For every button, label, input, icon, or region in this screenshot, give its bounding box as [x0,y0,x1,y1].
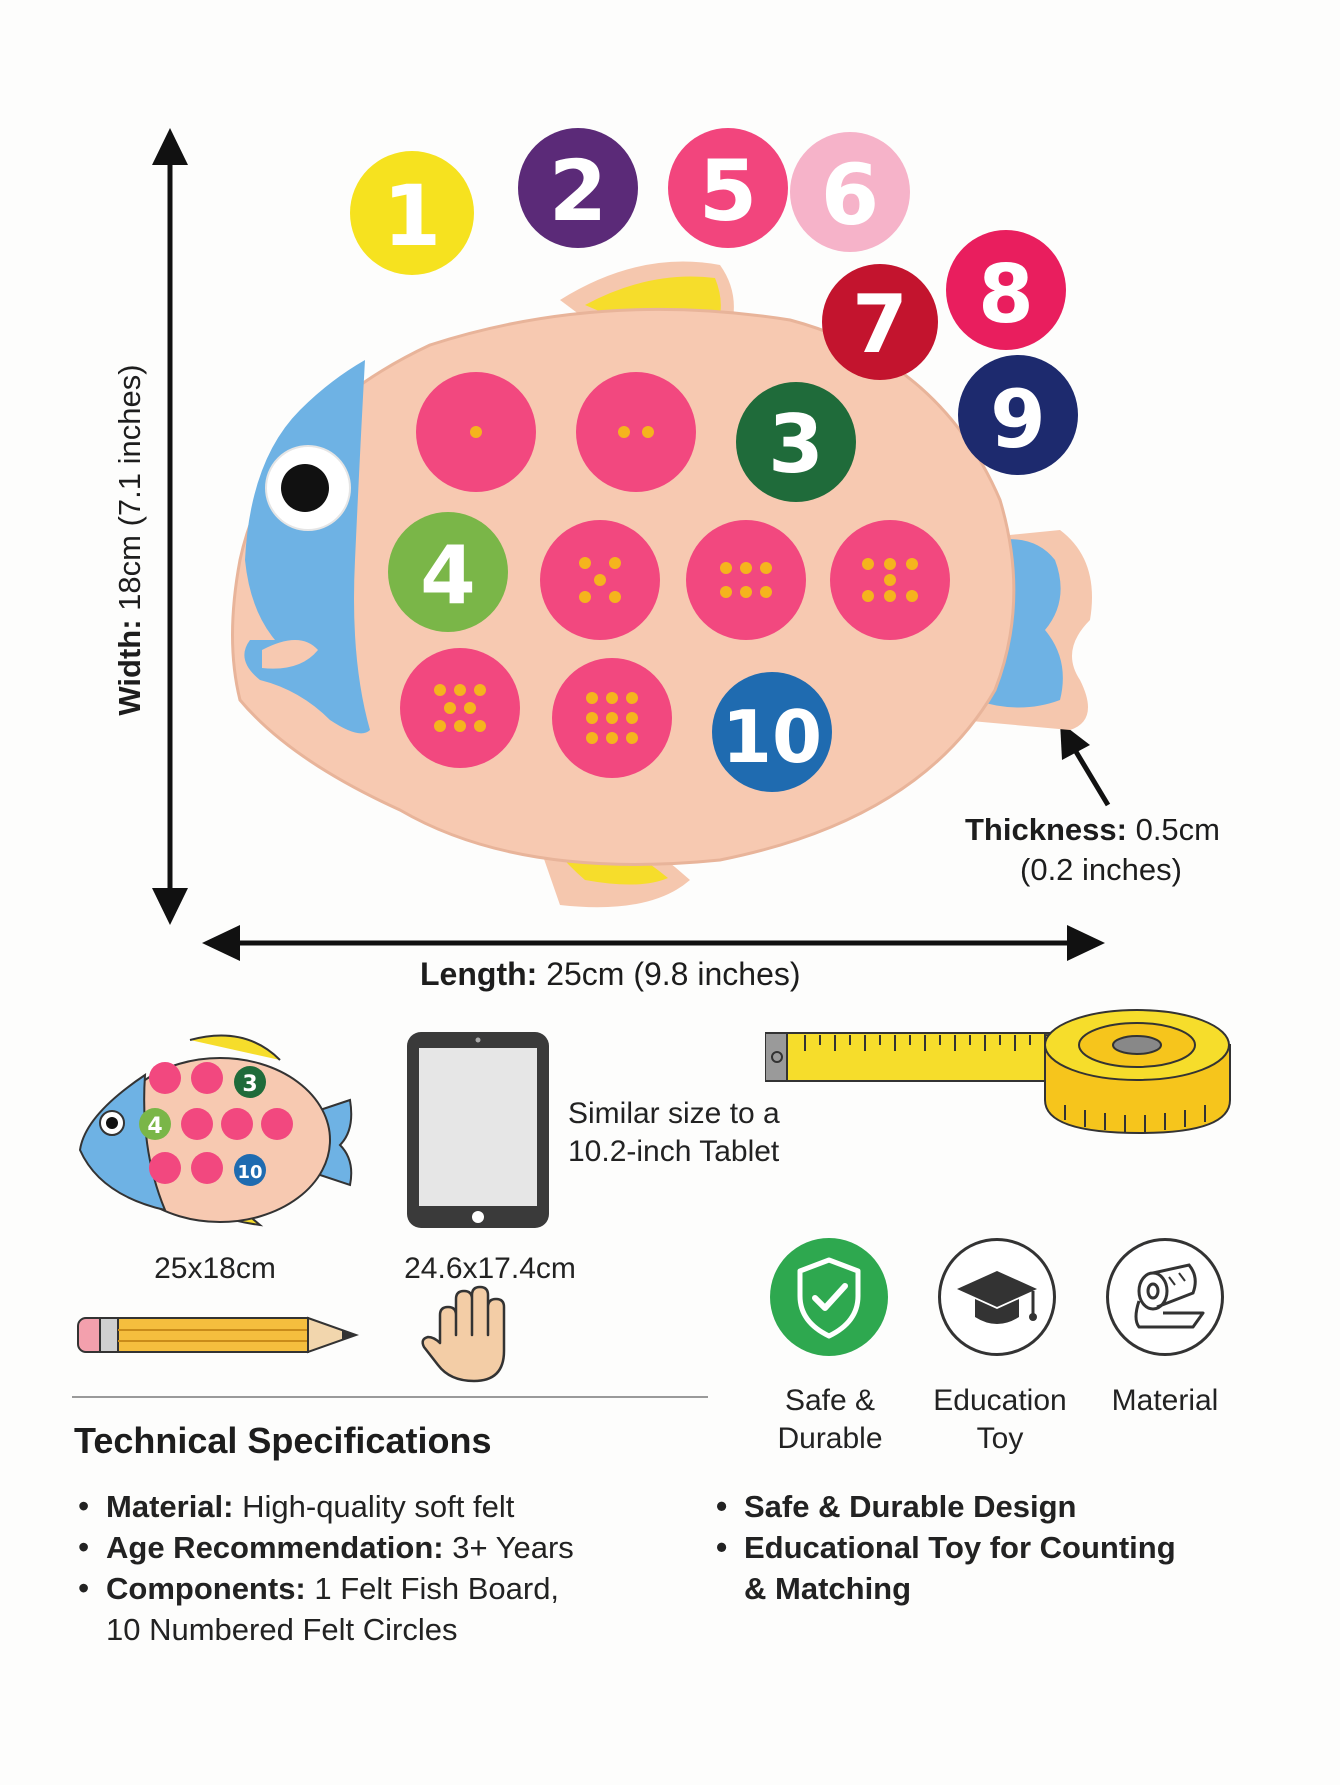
length-arrow [202,925,1105,961]
mini-circle-10-label: 10 [237,1162,262,1183]
width-label-key: Width: [112,619,147,716]
mini-circle-4-label: 4 [147,1114,162,1139]
safe-durable-label: Safe & Durable [745,1382,915,1458]
felt-roll-icon [1134,1263,1205,1329]
tablet-icon [407,1032,549,1228]
loose-circle-2[interactable]: 2 [518,128,638,248]
highlight-text-continued: & Matching [744,1571,912,1606]
thickness-label-key: Thickness: [965,812,1127,847]
loose-circle-5[interactable]: 5 [668,128,788,248]
spec-item-material: Material: High-quality soft felt [74,1486,694,1527]
board-circle-9[interactable] [552,658,672,778]
loose-circle-6-label: 6 [821,146,879,244]
spec-value: 1 Felt Fish Board, [314,1571,560,1606]
board-circle-7[interactable] [830,520,950,640]
education-toy-label-line2: Toy [976,1422,1024,1455]
board-circle-10-label: 10 [722,695,822,779]
loose-circle-9[interactable]: 9 [958,355,1078,475]
spec-item-components: Components: 1 Felt Fish Board, 10 Number… [74,1568,694,1650]
tablet-size-label: 24.6x17.4cm [404,1252,576,1285]
length-label-value: 25cm (9.8 inches) [546,956,801,992]
loose-circle-1-label: 1 [383,167,441,265]
divider [72,1396,708,1398]
highlight-item: Educational Toy for Counting & Matching [712,1527,1272,1609]
length-label-key: Length: [420,956,538,992]
loose-circle-9-label: 9 [990,373,1046,466]
tablet-caption: Similar size to a 10.2-inch Tablet [568,1097,780,1168]
thickness-label-value: 0.5cm [1135,812,1220,847]
education-toy-label-line1: Education [933,1384,1067,1417]
spec-item-age: Age Recommendation: 3+ Years [74,1527,694,1568]
loose-circle-7-label: 7 [852,278,908,371]
material-badge [1106,1238,1224,1356]
board-circle-3[interactable]: 3 [736,382,856,502]
loose-circle-6[interactable]: 6 [790,132,910,252]
thickness-label-inches: (0.2 inches) [1020,852,1182,887]
width-arrow [152,128,188,925]
pencil-icon [77,1316,359,1354]
spec-value: 3+ Years [452,1530,574,1565]
highlights-list: Safe & Durable Design Educational Toy fo… [712,1486,1272,1609]
loose-circle-8-label: 8 [978,248,1034,341]
loose-circle-2-label: 2 [549,142,607,240]
education-toy-badge [938,1238,1056,1356]
board-circle-8[interactable] [400,648,520,768]
loose-circle-5-label: 5 [699,142,757,240]
board-circle-6[interactable] [686,520,806,640]
graduation-cap-icon [957,1271,1037,1324]
education-toy-label: Education Toy [915,1382,1085,1458]
board-circle-1[interactable] [416,372,536,492]
spec-value: High-quality soft felt [242,1489,515,1524]
specs-title: Technical Specifications [74,1420,492,1461]
hand-icon [421,1285,506,1383]
fish-size-label: 25x18cm [154,1252,276,1285]
spec-key: Age Recommendation: [106,1530,444,1565]
thickness-label: Thickness: 0.5cm (0.2 inches) [965,810,1220,890]
board-circle-10[interactable]: 10 [712,672,832,792]
safe-durable-label-line1: Safe & [784,1384,876,1417]
product-illustration: 3 4 10 1 [152,128,1111,961]
material-label: Material [1085,1382,1245,1420]
highlight-text: Educational Toy for Counting [744,1530,1176,1565]
loose-circle-1[interactable]: 1 [350,151,474,275]
board-circle-3-label: 3 [768,398,824,491]
board-circle-4-label: 4 [420,529,476,622]
specs-list: Material: High-quality soft felt Age Rec… [74,1486,694,1650]
board-circle-4[interactable]: 4 [388,512,508,632]
length-label: Length: 25cm (9.8 inches) [420,956,801,993]
spec-key: Components: [106,1571,306,1606]
board-circle-5[interactable] [540,520,660,640]
mini-fish-icon: 3 4 10 [78,1034,353,1227]
loose-circle-7[interactable]: 7 [822,264,938,380]
spec-value-continued: 10 Numbered Felt Circles [106,1612,458,1647]
material-label-line1: Material [1111,1384,1219,1417]
highlight-text: Safe & Durable Design [744,1489,1077,1524]
tape-measure-icon [765,1009,1231,1135]
loose-circle-8[interactable]: 8 [946,230,1066,350]
width-label-value: 18cm (7.1 inches) [112,364,147,611]
mini-circle-3-label: 3 [242,1072,257,1097]
thickness-arrow [1060,722,1111,807]
shield-check-icon [797,1257,861,1339]
spec-key: Material: [106,1489,234,1524]
highlight-item: Safe & Durable Design [712,1486,1272,1527]
safe-durable-label-line2: Durable [777,1422,883,1455]
safe-durable-badge [770,1238,888,1356]
width-label: Width: 18cm (7.1 inches) [112,340,152,740]
board-circle-2[interactable] [576,372,696,492]
fish-board [231,261,1092,908]
